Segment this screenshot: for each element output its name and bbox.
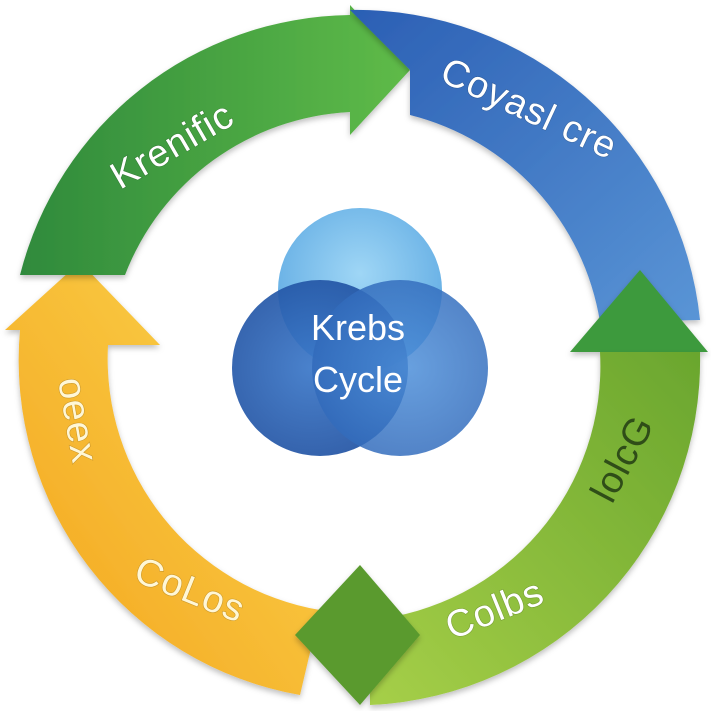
ring-segment-blue [350,9,700,323]
center-label-line2: Cycle [313,359,403,400]
ring-segment-green-right [370,352,701,705]
ring-segment-green-top [20,5,410,275]
ring-arrowhead-bottom [295,565,420,705]
ring-segment-yellow [5,262,320,695]
center-circle-right [312,280,488,456]
center-label-line1: Krebs [311,307,405,348]
ring-arrowhead-right [570,270,708,352]
